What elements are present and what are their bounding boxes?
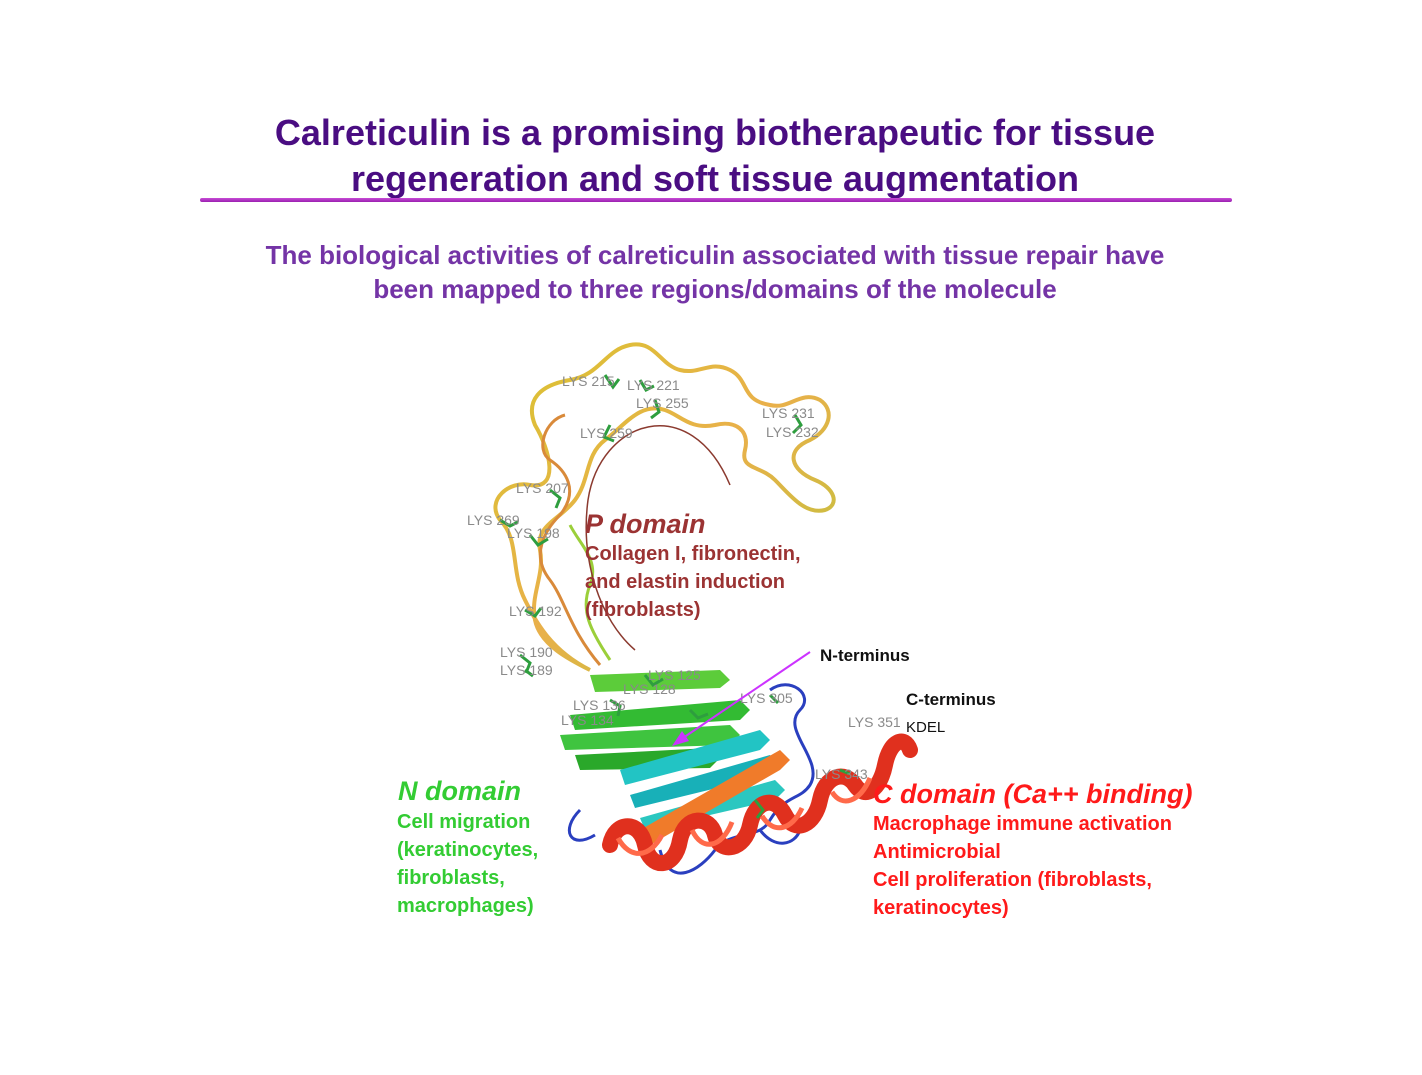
slide-title: Calreticulin is a promising biotherapeut… — [200, 110, 1230, 202]
p-domain-loop-2 — [539, 413, 602, 666]
residue-label: LYS 134 — [561, 712, 614, 728]
beta-sheet-green — [560, 670, 750, 770]
c-domain-description: Macrophage immune activation Antimicrobi… — [873, 810, 1172, 922]
p-domain-description: Collagen I, fibronectin, and elastin ind… — [585, 540, 801, 624]
n-domain-line: Cell migration — [397, 811, 531, 833]
residue-label: LYS 136 — [573, 697, 626, 713]
residue-label: LYS 207 — [516, 480, 569, 496]
p-domain-line: (fibroblasts) — [585, 599, 701, 621]
n-domain-line: fibroblasts, — [397, 867, 505, 889]
n-domain-title: N domain — [398, 776, 522, 806]
slide-subtitle: The biological activities of calreticuli… — [200, 238, 1230, 306]
subtitle-line-2: been mapped to three regions/domains of … — [373, 274, 1057, 304]
c-domain-line: Macrophage immune activation — [873, 813, 1172, 835]
subtitle-line-1: The biological activities of calreticuli… — [265, 240, 1165, 270]
title-underline — [200, 198, 1232, 202]
c-domain-line: keratinocytes) — [873, 897, 1009, 919]
lysine-sidechains — [499, 374, 851, 819]
n-domain-line: (keratinocytes, — [397, 839, 539, 861]
residue-label: LYS 231 — [762, 405, 815, 421]
c-domain-title: C domain (Ca++ binding) — [873, 779, 1193, 809]
c-domain-line: Antimicrobial — [873, 841, 1001, 863]
residue-label: LYS 125 — [648, 667, 701, 683]
residue-label: LYS 232 — [766, 424, 819, 440]
c-terminus-label: C-terminus — [906, 690, 996, 709]
n-terminus-arrow — [679, 651, 811, 741]
n-domain-line: macrophages) — [397, 895, 534, 917]
n-domain-description: Cell migration (keratinocytes, fibroblas… — [397, 808, 538, 920]
p-domain-line: and elastin induction — [585, 571, 786, 593]
residue-label: LYS 221 — [627, 377, 680, 393]
residue-label: LYS 128 — [623, 681, 676, 697]
p-domain-loop-3 — [568, 524, 612, 661]
residue-label: LYS 259 — [580, 425, 633, 441]
residue-label: LYS 305 — [740, 690, 793, 706]
residue-label: LYS 190 — [500, 644, 553, 660]
p-domain-loop — [493, 342, 836, 672]
residue-label: LYS 192 — [509, 603, 562, 619]
p-domain-line: Collagen I, fibronectin, — [585, 543, 801, 565]
residue-label: LYS 255 — [636, 395, 689, 411]
residue-label: LYS 351 — [848, 714, 901, 730]
p-domain-title: P domain — [585, 509, 706, 539]
residue-label: LYS 198 — [507, 525, 560, 541]
kdel-label: KDEL — [906, 719, 946, 736]
residue-label: LYS 269 — [467, 512, 520, 528]
n-terminus-label: N-terminus — [820, 646, 910, 665]
beta-sheet-orange — [640, 750, 790, 845]
residue-label: LYS 215 — [562, 373, 615, 389]
residue-label: LYS 189 — [500, 662, 553, 678]
residue-label: LYS 343 — [815, 766, 868, 782]
n-terminus-arrowhead — [672, 731, 689, 746]
title-line-1: Calreticulin is a promising biotherapeut… — [274, 112, 1156, 153]
calreticulin-structure-image: LYS 215 LYS 221 LYS 255 LYS 259 LYS 231 … — [467, 342, 918, 875]
title-line-2: regeneration and soft tissue augmentatio… — [350, 158, 1080, 199]
p-domain-arc — [585, 425, 731, 651]
c-domain-line: Cell proliferation (fibroblasts, — [873, 869, 1152, 891]
